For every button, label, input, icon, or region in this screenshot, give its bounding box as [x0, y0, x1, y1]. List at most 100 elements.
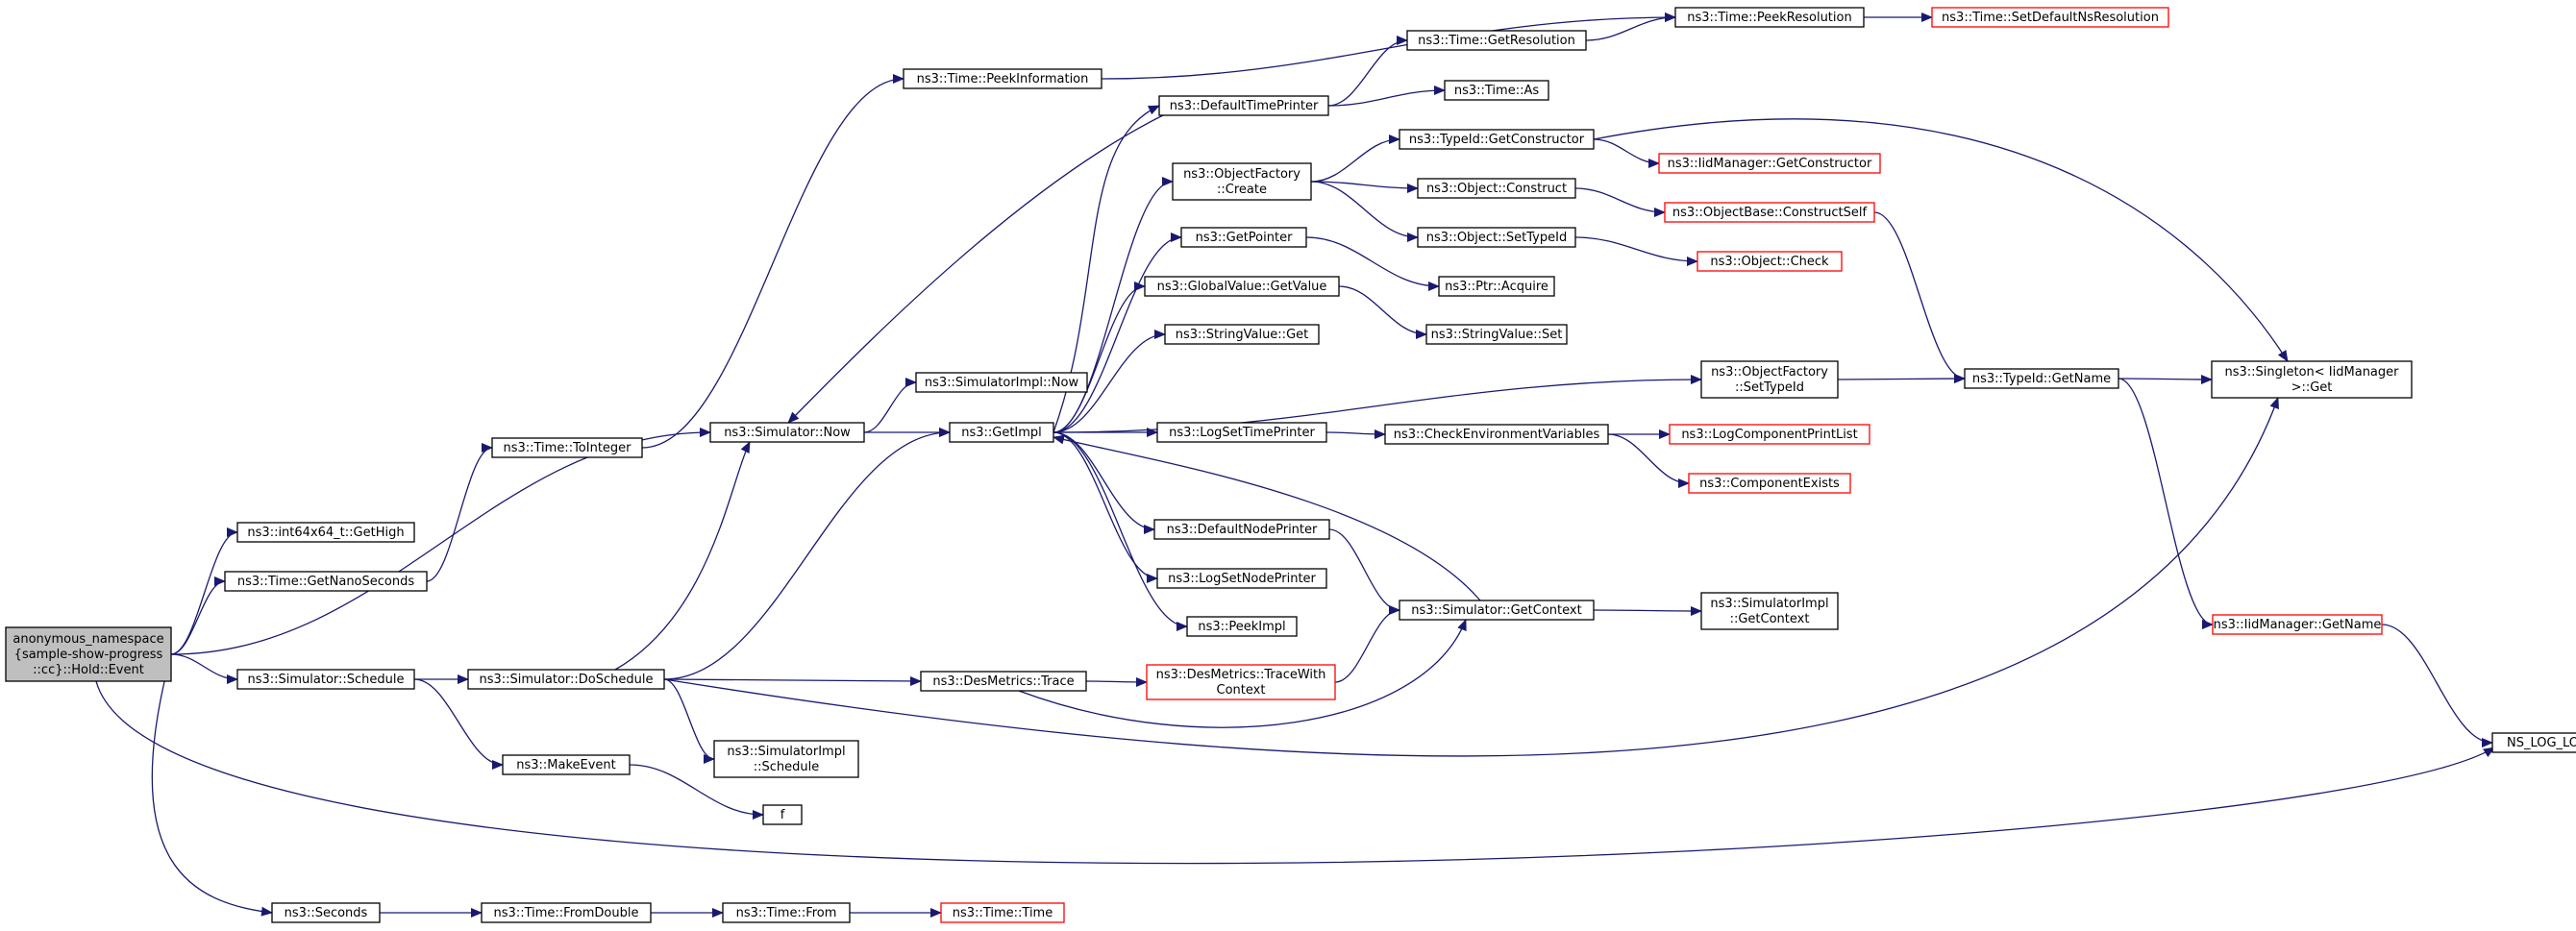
edge-tidGetConstructor-to-iidGetConstructor — [1593, 138, 1660, 168]
node-get-impl[interactable]: ns3::GetImpl — [949, 422, 1054, 443]
node-from[interactable]: ns3::Time::From — [722, 902, 851, 923]
edge-line — [1338, 285, 1427, 339]
node-iid-get-name[interactable]: ns3::IidManager::GetName — [2212, 614, 2383, 635]
node-box — [1444, 80, 1549, 101]
node-box — [1164, 324, 1320, 345]
edge-tidGetName-to-singletonGet — [2118, 374, 2213, 384]
node-set-default-ns-res[interactable]: ns3::Time::SetDefaultNsResolution — [1931, 7, 2169, 28]
node-schedule[interactable]: ns3::Simulator::Schedule — [236, 669, 415, 690]
node-sim-impl-schedule[interactable]: ns3::SimulatorImpl::Schedule — [713, 740, 859, 778]
node-des-trace[interactable]: ns3::DesMetrics::Trace — [920, 671, 1087, 692]
node-default-node-printer[interactable]: ns3::DefaultNodePrinter — [1153, 519, 1330, 540]
node-seconds[interactable]: ns3::Seconds — [271, 902, 381, 923]
node-tid-get-constructor[interactable]: ns3::TypeId::GetConstructor — [1399, 129, 1595, 150]
edge-defaultTimePrinter-to-timeAs — [1327, 86, 1446, 107]
node-iid-get-constructor[interactable]: ns3::IidManager::GetConstructor — [1658, 153, 1881, 174]
node-default-time-printer[interactable]: ns3::DefaultTimePrinter — [1158, 95, 1329, 116]
node-box — [502, 754, 631, 775]
node-tid-get-name[interactable]: ns3::TypeId::GetName — [1964, 368, 2119, 389]
node-sv-get[interactable]: ns3::StringValue::Get — [1164, 324, 1320, 345]
node-label: ns3::GlobalValue::GetValue — [1157, 280, 1327, 294]
edge-line — [170, 527, 238, 655]
edge-line — [787, 114, 1164, 424]
node-box — [491, 437, 643, 458]
node-get-context[interactable]: ns3::Simulator::GetContext — [1399, 600, 1595, 621]
node-box — [236, 669, 415, 690]
node-label: ns3::DesMetrics::Trace — [932, 674, 1074, 689]
node-get-pointer[interactable]: ns3::GetPointer — [1180, 227, 1307, 248]
node-label: NS_LOG_LOGIC — [2507, 736, 2576, 750]
node-label: ns3::SimulatorImpl — [727, 745, 845, 759]
node-time-time[interactable]: ns3::Time::Time — [940, 902, 1065, 923]
node-get-high[interactable]: ns3::int64x64_t::GetHigh — [236, 522, 415, 543]
edge-line — [2118, 378, 2214, 629]
node-f[interactable]: f — [762, 804, 803, 825]
node-box — [1700, 592, 1839, 630]
node-time-as[interactable]: ns3::Time::As — [1444, 80, 1549, 101]
node-label: ns3::TypeId::GetName — [1972, 372, 2111, 386]
node-peek-resolution[interactable]: ns3::Time::PeekResolution — [1674, 7, 1865, 28]
node-make-event[interactable]: ns3::MakeEvent — [502, 754, 631, 775]
edge-line — [663, 397, 2279, 757]
node-comp-exists[interactable]: ns3::ComponentExists — [1688, 473, 1851, 494]
node-log-set-node-printer[interactable]: ns3::LogSetNodePrinter — [1156, 568, 1327, 589]
node-log-comp-print-list[interactable]: ns3::LogComponentPrintList — [1669, 424, 1870, 445]
node-box — [1658, 153, 1881, 174]
node-label: ns3::IidManager::GetConstructor — [1668, 157, 1872, 171]
edge-makeEvent-to-f — [629, 764, 764, 820]
node-sv-set[interactable]: ns3::StringValue::Set — [1425, 324, 1568, 345]
edge-logSetTimePrinter-to-checkEnv — [1325, 429, 1386, 439]
node-label: ns3::LogSetTimePrinter — [1169, 426, 1315, 440]
node-label: ns3::Time::FromDouble — [494, 906, 639, 920]
edge-line — [614, 441, 751, 671]
node-obj-check[interactable]: ns3::Object::Check — [1697, 251, 1843, 272]
node-obj-construct[interactable]: ns3::Object::Construct — [1417, 178, 1576, 199]
node-do-schedule[interactable]: ns3::Simulator::DoSchedule — [467, 669, 665, 690]
node-box — [1688, 473, 1851, 494]
edge-line — [95, 680, 2495, 865]
edge-tidGetConstructor-to-singletonGet — [1593, 118, 2289, 362]
node-to-integer[interactable]: ns3::Time::ToInteger — [491, 437, 643, 458]
node-sim-impl-get-context[interactable]: ns3::SimulatorImpl::GetContext — [1700, 592, 1839, 630]
edge-line — [1585, 12, 1676, 41]
node-construct-self[interactable]: ns3::ObjectBase::ConstructSelf — [1664, 202, 1875, 223]
node-peek-info[interactable]: ns3::Time::PeekInformation — [903, 68, 1102, 89]
node-ptr-acquire[interactable]: ns3::Ptr::Acquire — [1438, 276, 1555, 297]
node-log-set-time-printer[interactable]: ns3::LogSetTimePrinter — [1156, 422, 1327, 443]
node-singleton-get[interactable]: ns3::Singleton< IidManager >::Get — [2211, 360, 2413, 399]
edge-getImpl-to-logSetNodePrinter — [1053, 431, 1158, 583]
node-label: Context — [1217, 683, 1266, 698]
edge-line — [2381, 624, 2493, 747]
node-peek-impl[interactable]: ns3::PeekImpl — [1186, 616, 1298, 637]
edge-root-to-getNano — [170, 576, 226, 655]
node-from-double[interactable]: ns3::Time::FromDouble — [481, 902, 652, 923]
node-label: ns3::Time::ToInteger — [503, 441, 632, 455]
node-box — [1438, 276, 1555, 297]
node-root[interactable]: anonymous_namespace{sample-show-progress… — [5, 626, 172, 682]
node-get-resolution[interactable]: ns3::Time::GetResolution — [1406, 30, 1587, 51]
node-of-set-type-id[interactable]: ns3::ObjectFactory::SetTypeId — [1700, 360, 1839, 399]
edge-line — [1053, 431, 1155, 534]
node-get-nano[interactable]: ns3::Time::GetNanoSeconds — [224, 571, 428, 592]
edge-schedule-to-makeEvent — [413, 678, 504, 770]
node-box — [1180, 227, 1307, 248]
edge-line — [1053, 233, 1182, 433]
node-label: ns3::DefaultTimePrinter — [1170, 99, 1319, 113]
node-gv-get-value[interactable]: ns3::GlobalValue::GetValue — [1144, 276, 1340, 297]
node-label: ns3::Time::GetResolution — [1418, 34, 1575, 48]
node-obj-factory-create[interactable]: ns3::ObjectFactory::Create — [1172, 162, 1312, 201]
node-label: ns3::IidManager::GetName — [2214, 618, 2382, 632]
node-check-env[interactable]: ns3::CheckEnvironmentVariables — [1384, 424, 1609, 445]
node-label: ns3::DefaultNodePrinter — [1167, 523, 1318, 537]
node-now[interactable]: ns3::Simulator::Now — [709, 422, 865, 443]
node-label: ns3::PeekImpl — [1198, 620, 1285, 634]
edge-root-to-getHigh — [170, 527, 238, 655]
node-obj-set-type-id[interactable]: ns3::Object::SetTypeId — [1417, 227, 1576, 248]
node-sim-impl-now[interactable]: ns3::SimulatorImpl::Now — [915, 372, 1088, 393]
node-box — [903, 68, 1102, 89]
node-box — [940, 902, 1065, 923]
node-label: ns3::SimulatorImpl — [1710, 597, 1828, 611]
edge-doSchedule-to-desTrace — [663, 675, 922, 686]
node-ns-log-logic[interactable]: NS_LOG_LOGIC — [2491, 732, 2576, 753]
